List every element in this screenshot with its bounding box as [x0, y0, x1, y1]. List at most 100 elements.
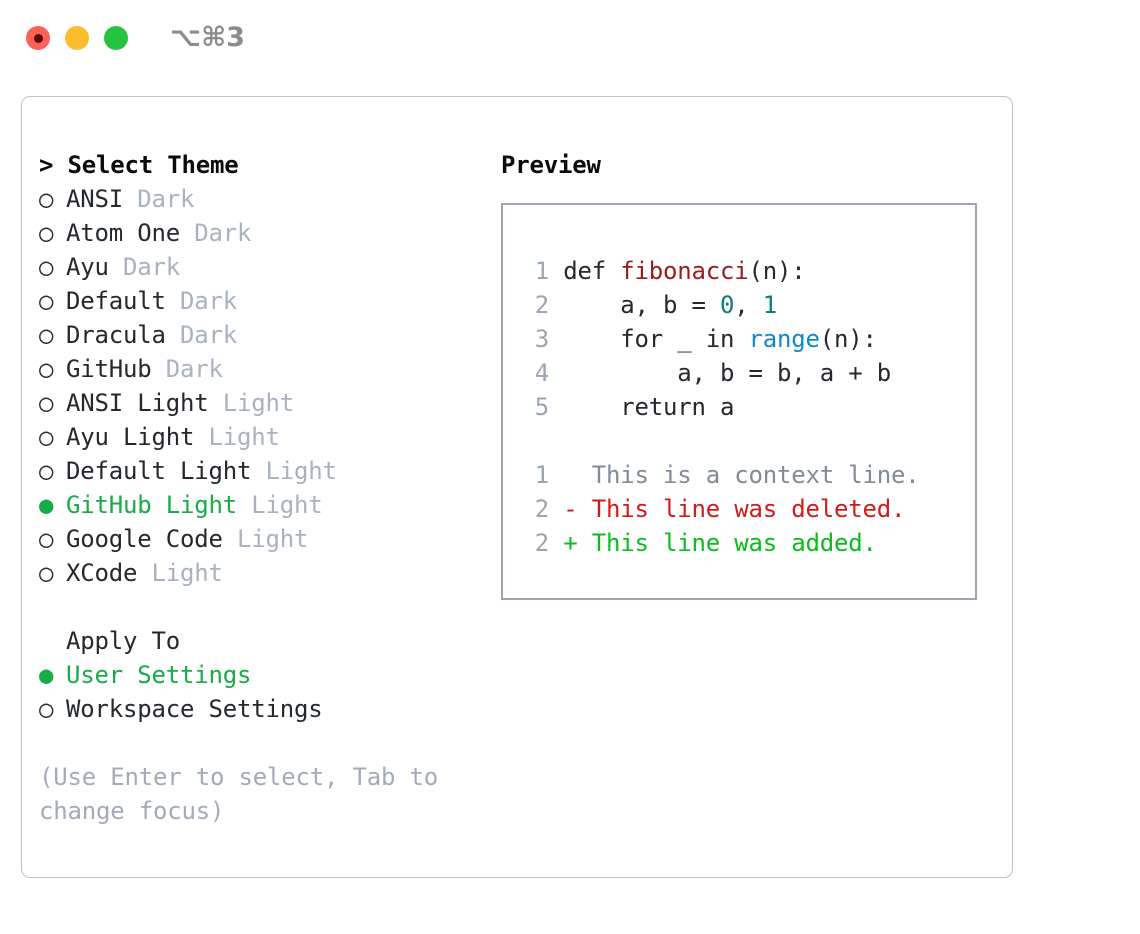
line-number: 4: [534, 359, 549, 387]
code-token: (n):: [819, 325, 877, 353]
theme-picker-panel: > Select Theme ○ANSI Dark○Atom One Dark○…: [21, 96, 1013, 878]
code-line: 4 a, b = b, a + b: [523, 356, 919, 390]
radio-unselected-icon: ○: [39, 219, 54, 247]
apply-to-header: Apply To: [66, 627, 180, 655]
spacer: [39, 590, 499, 624]
code-token: def: [563, 257, 621, 285]
theme-list-item[interactable]: ○Default Light Light: [39, 454, 499, 488]
line-number: 2: [534, 529, 549, 557]
code-token: 0: [720, 291, 735, 319]
theme-list-item[interactable]: ○ Default Dark: [39, 284, 499, 318]
theme-name: Atom One: [66, 219, 180, 247]
theme-list[interactable]: ○ANSI Dark○Atom One Dark○Ayu Dark○Defaul…: [39, 182, 499, 590]
code-token: ,: [734, 291, 763, 319]
code-line: 1 def fibonacci(n):: [523, 254, 919, 288]
close-button[interactable]: [26, 26, 50, 50]
theme-kind-label: Dark: [180, 219, 252, 247]
code-line: 2 a, b = 0, 1: [523, 288, 919, 322]
theme-list-item[interactable]: ○ ANSI Dark: [39, 182, 499, 216]
theme-list-item[interactable]: ○ Atom One Dark: [39, 216, 499, 250]
theme-kind-label: Dark: [165, 287, 237, 315]
theme-selection-column: > Select Theme ○ANSI Dark○Atom One Dark○…: [39, 148, 499, 828]
radio-unselected-icon: ○: [39, 457, 54, 485]
theme-list-item[interactable]: ○ Ayu Dark: [39, 250, 499, 284]
maximize-button[interactable]: [104, 26, 128, 50]
line-number: 1: [534, 257, 549, 285]
theme-list-item[interactable]: ○ XCode Light: [39, 556, 499, 590]
theme-name: Dracula: [66, 321, 166, 349]
code-token: for _ in: [563, 325, 749, 353]
diff-text: + This line was added.: [549, 529, 877, 557]
theme-name: ANSI Light: [66, 389, 209, 417]
radio-unselected-icon: ○: [39, 253, 54, 281]
preview-title: Preview: [501, 151, 601, 179]
theme-list-item[interactable]: ○ Google Code Light: [39, 522, 499, 556]
apply-to-option[interactable]: ● User Settings: [39, 658, 499, 692]
radio-unselected-icon: ○: [39, 389, 54, 417]
code-line: 5 return a: [523, 390, 919, 424]
theme-kind-label: Light: [237, 491, 323, 519]
radio-unselected-icon: ○: [39, 185, 54, 213]
radio-unselected-icon: ○: [39, 355, 54, 383]
diff-text: This is a context line.: [549, 461, 920, 489]
diff-line: 2 - This line was deleted.: [523, 492, 919, 526]
diff-line: 1 This is a context line.: [523, 458, 920, 492]
theme-list-item[interactable]: ● GitHub Light Light: [39, 488, 499, 522]
preview-column: Preview 1 def fibonacci(n):2 a, b = 0, 1…: [501, 148, 1001, 600]
theme-kind-label: Light: [251, 457, 337, 485]
theme-list-item[interactable]: ○ANSI Light Light: [39, 386, 499, 420]
theme-kind-label: Dark: [151, 355, 223, 383]
theme-name: GitHub: [66, 355, 152, 383]
theme-kind-label: Light: [222, 525, 309, 553]
theme-name: GitHub Light: [66, 491, 237, 519]
theme-name: ANSI: [66, 185, 123, 213]
blank-line: [523, 424, 919, 458]
theme-list-item[interactable]: ○ Ayu Light Light: [39, 420, 499, 454]
theme-name: XCode: [66, 559, 138, 587]
apply-to-option[interactable]: ○ Workspace Settings: [39, 692, 499, 726]
keyboard-shortcut-label: ⌥⌘3: [170, 22, 245, 53]
line-number: 2: [534, 291, 549, 319]
apply-to-label: Workspace Settings: [66, 695, 323, 723]
radio-selected-icon: ●: [39, 661, 54, 689]
theme-name: Default: [66, 287, 166, 315]
radio-selected-icon: ●: [39, 491, 54, 519]
code-token: a, b =: [563, 291, 720, 319]
minimize-button[interactable]: [65, 26, 89, 50]
theme-kind-label: Light: [137, 559, 223, 587]
radio-unselected-icon: ○: [39, 423, 54, 451]
radio-unselected-icon: ○: [39, 321, 54, 349]
theme-list-item[interactable]: ○ Dracula Dark: [39, 318, 499, 352]
diff-text: - This line was deleted.: [549, 495, 906, 523]
radio-unselected-icon: ○: [39, 287, 54, 315]
radio-unselected-icon: ○: [39, 525, 54, 553]
theme-kind-label: Dark: [165, 321, 237, 349]
code-line: 3 for _ in range(n):: [523, 322, 919, 356]
apply-to-list[interactable]: ● User Settings ○ Workspace Settings: [39, 658, 499, 726]
radio-unselected-icon: ○: [39, 695, 54, 723]
theme-name: Ayu Light: [66, 423, 195, 451]
code-token: return a: [563, 393, 735, 421]
radio-unselected-icon: ○: [39, 559, 54, 587]
code-token: (n):: [748, 257, 806, 285]
traffic-lights: [26, 26, 128, 50]
title-bar: ⌥⌘3: [0, 0, 1140, 78]
theme-name: Ayu: [66, 253, 109, 281]
theme-name: Google Code: [66, 525, 223, 553]
code-token: range: [748, 325, 820, 353]
code-token: fibonacci: [620, 257, 749, 285]
theme-list-item[interactable]: ○ GitHub Dark: [39, 352, 499, 386]
theme-kind-label: Dark: [123, 185, 195, 213]
theme-kind-label: Light: [194, 423, 280, 451]
apply-to-label: User Settings: [66, 661, 252, 689]
diff-line: 2 + This line was added.: [523, 526, 919, 560]
line-number: 2: [534, 495, 549, 523]
line-number: 1: [534, 461, 549, 489]
theme-kind-label: Dark: [108, 253, 180, 281]
line-number: 5: [534, 393, 549, 421]
code-token: 1: [762, 291, 777, 319]
select-theme-header: > Select Theme: [39, 151, 239, 179]
